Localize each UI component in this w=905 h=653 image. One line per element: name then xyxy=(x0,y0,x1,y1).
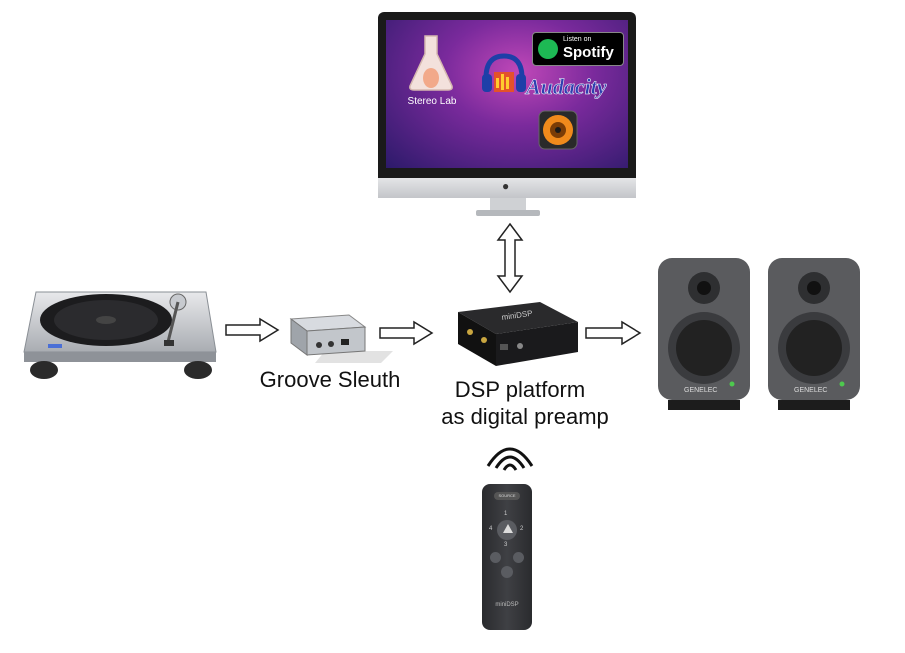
remote-source-button: SOURCE xyxy=(494,492,520,500)
dsp-platform-sublabel: as digital preamp xyxy=(441,404,609,429)
dsp-box-icon: miniDSP xyxy=(458,302,578,366)
speaker-right-icon: GENELEC xyxy=(768,258,860,410)
speaker-left-icon: GENELEC xyxy=(658,258,750,410)
wireless-signal-icon xyxy=(486,447,534,471)
apple-logo-icon: ● xyxy=(502,179,510,193)
remote-brand-label: miniDSP xyxy=(495,602,519,608)
dsp-brand-label: miniDSP xyxy=(501,309,533,322)
remote-digit-4: 4 xyxy=(489,526,493,532)
arrow-right-icon xyxy=(585,320,642,346)
audacity-headphones-icon xyxy=(482,53,526,92)
arrow-right-icon xyxy=(379,320,434,346)
mute-icon xyxy=(501,566,513,578)
remote-digit-1: 1 xyxy=(504,511,508,517)
spotify-brand-label: Spotify xyxy=(563,44,614,61)
arrow-double-vertical-icon xyxy=(496,222,524,294)
play-icon xyxy=(503,524,513,533)
spotify-listen-label: Listen on xyxy=(563,36,592,43)
phono-preamp-icon xyxy=(289,314,393,363)
flask-icon xyxy=(409,35,453,91)
remote-digit-3: 3 xyxy=(504,542,508,548)
stereo-lab-label: Stereo Lab xyxy=(407,96,457,107)
imac-icon: Stereo Lab Audacity Listen on Spotify ● xyxy=(378,12,636,218)
dsp-platform-label: DSP platform xyxy=(454,377,586,402)
arrow-right-icon xyxy=(225,317,280,343)
volume-up-icon xyxy=(513,552,524,563)
volume-down-icon xyxy=(490,552,501,563)
remote-control-icon: SOURCE 1 2 3 4 miniDSP xyxy=(482,484,532,630)
speaker-brand-label: GENELEC xyxy=(684,387,717,394)
remote-digit-2: 2 xyxy=(520,526,524,532)
speaker-pair-icon: GENELEC GENELEC xyxy=(654,256,864,416)
audacity-label: Audacity xyxy=(526,74,607,100)
groove-sleuth-label: Groove Sleuth xyxy=(259,367,401,392)
speaker-app-icon xyxy=(538,110,578,150)
spotify-badge: Listen on Spotify xyxy=(532,32,624,66)
spotify-logo-icon xyxy=(538,39,558,59)
monitor-screen: Stereo Lab Audacity Listen on Spotify xyxy=(386,20,628,168)
turntable-icon xyxy=(23,291,217,379)
speaker-brand-label: GENELEC xyxy=(794,387,827,394)
